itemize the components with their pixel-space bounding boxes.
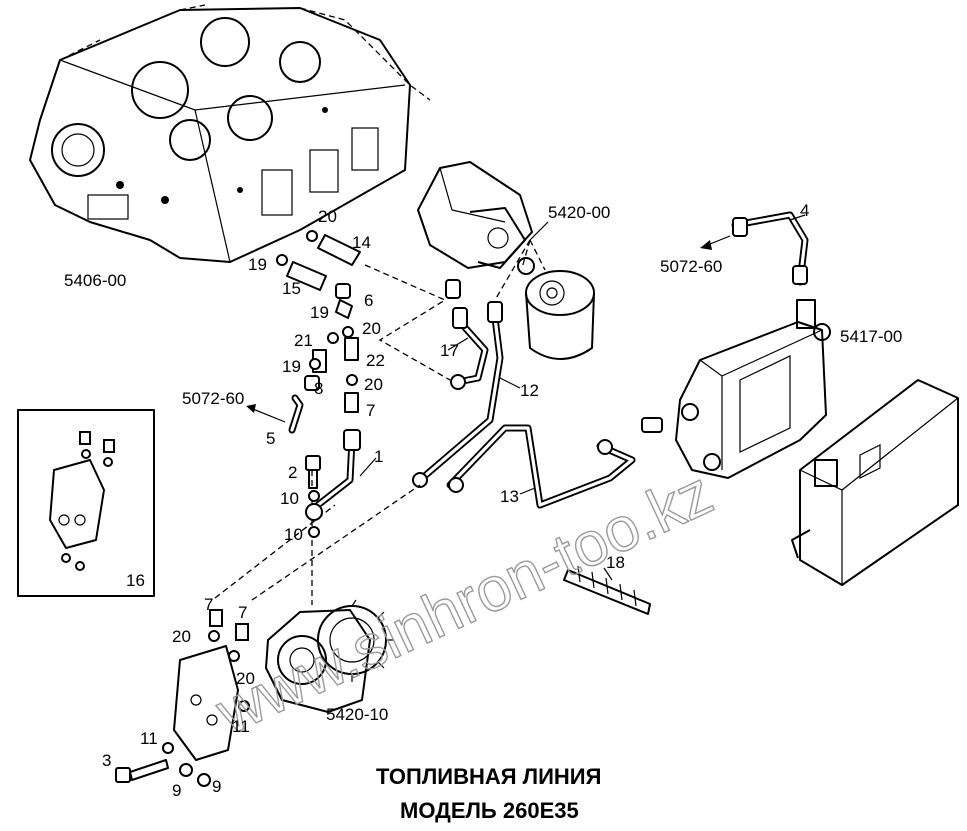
diagram-title-line1: ТОПЛИВНАЯ ЛИНИЯ bbox=[376, 764, 601, 789]
label-13: 13 bbox=[500, 487, 519, 506]
pipe-17 bbox=[445, 279, 489, 390]
label-11-b: 11 bbox=[232, 717, 250, 736]
label-16: 16 bbox=[126, 571, 145, 590]
dashed-guides bbox=[214, 239, 546, 605]
diagram-title-line2: МОДЕЛЬ 260E35 bbox=[400, 798, 579, 823]
label-5420-10: 5420-10 bbox=[326, 705, 388, 724]
label-18: 18 bbox=[606, 553, 625, 572]
connector-18 bbox=[563, 565, 651, 615]
feed-pump-5420-10 bbox=[265, 599, 394, 713]
label-7-a: 7 bbox=[366, 401, 375, 420]
label-20-c: 20 bbox=[364, 375, 383, 394]
label-21: 21 bbox=[294, 331, 313, 350]
label-5417-00: 5417-00 bbox=[840, 327, 902, 346]
pipe-4 bbox=[731, 211, 809, 286]
label-10-a: 10 bbox=[280, 489, 299, 508]
label-6: 6 bbox=[364, 291, 373, 310]
pipe-12 bbox=[412, 301, 504, 488]
label-19-c: 19 bbox=[282, 357, 301, 376]
ecu-bracket-5417-00 bbox=[675, 299, 831, 479]
label-20-b: 20 bbox=[362, 319, 381, 338]
fittings-cluster bbox=[276, 230, 361, 413]
label-2: 2 bbox=[288, 463, 297, 482]
label-5406-00: 5406-00 bbox=[64, 271, 126, 290]
label-20-a: 20 bbox=[318, 207, 337, 226]
label-5: 5 bbox=[266, 429, 275, 448]
label-14: 14 bbox=[352, 233, 371, 252]
label-4: 4 bbox=[800, 201, 809, 220]
pipe-13 bbox=[446, 417, 663, 509]
injection-pump-5420-00 bbox=[417, 161, 535, 275]
label-8: 8 bbox=[314, 379, 323, 398]
label-3: 3 bbox=[102, 751, 111, 770]
pipe-5 bbox=[288, 394, 304, 434]
label-5072-60-top: 5072-60 bbox=[660, 257, 722, 276]
label-19-b: 19 bbox=[310, 303, 329, 322]
label-20-e: 20 bbox=[236, 669, 255, 688]
label-10-b: 10 bbox=[284, 525, 303, 544]
label-22: 22 bbox=[366, 351, 385, 370]
leader-lines bbox=[359, 214, 806, 581]
label-5420-00: 5420-00 bbox=[548, 203, 610, 222]
label-7-c: 7 bbox=[238, 603, 247, 622]
label-9-a: 9 bbox=[172, 781, 181, 800]
arrow-5072-60-top bbox=[700, 235, 731, 250]
label-5072-60-left: 5072-60 bbox=[182, 389, 244, 408]
part-labels: 5406-00 5420-00 4 5072-60 5417-00 20 14 … bbox=[64, 201, 902, 800]
engine-block bbox=[29, 4, 431, 263]
label-1: 1 bbox=[374, 447, 383, 466]
arrow-5072-60-left bbox=[246, 404, 286, 423]
label-15: 15 bbox=[282, 279, 301, 298]
label-20-d: 20 bbox=[172, 627, 191, 646]
bolt-2 bbox=[305, 455, 323, 538]
inset-panel-16 bbox=[17, 409, 155, 597]
ecu-module bbox=[791, 379, 959, 586]
bolt-3 bbox=[115, 759, 211, 787]
label-17: 17 bbox=[440, 341, 459, 360]
label-19-a: 19 bbox=[248, 255, 267, 274]
lower-bracket bbox=[162, 609, 250, 761]
label-11-a: 11 bbox=[140, 729, 158, 748]
label-7-b: 7 bbox=[204, 595, 213, 614]
label-12: 12 bbox=[520, 381, 539, 400]
fuel-filter bbox=[525, 270, 595, 360]
pipe-1 bbox=[314, 429, 361, 509]
label-9-b: 9 bbox=[212, 777, 221, 796]
